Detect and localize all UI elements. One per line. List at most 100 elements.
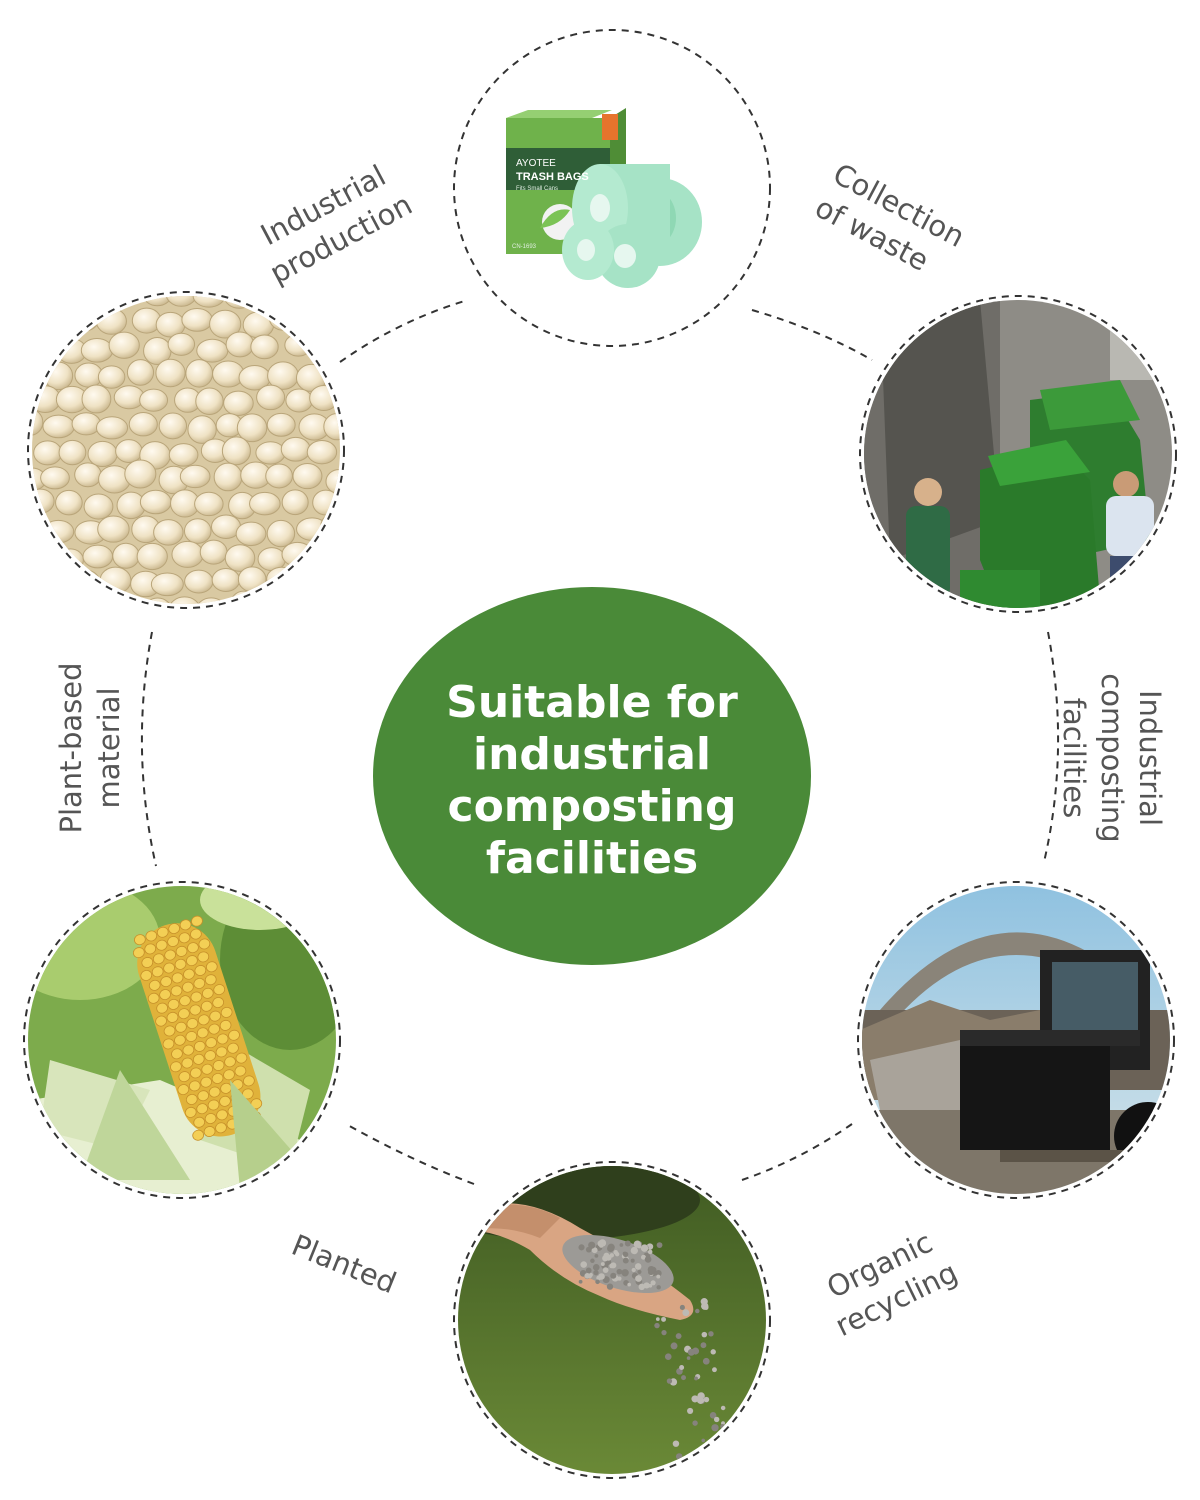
pellet <box>265 463 293 489</box>
pellet <box>84 595 112 604</box>
label-industrial-composting-facilities: Industrial composting facilities <box>1055 673 1169 842</box>
pellet <box>266 412 296 437</box>
pellet <box>293 307 325 335</box>
corn-kernel <box>159 989 171 1001</box>
corn-kernel <box>175 1021 187 1033</box>
pellet <box>124 459 157 489</box>
pellet <box>192 296 226 308</box>
corn-kernel <box>148 979 161 991</box>
fertilizer-granule <box>661 1330 667 1336</box>
pellet <box>171 540 204 568</box>
pellet <box>115 439 143 463</box>
pellet <box>158 412 188 440</box>
pellet <box>211 568 241 593</box>
pellet <box>281 489 309 516</box>
connector-lines <box>140 299 1060 1185</box>
corn-kernel <box>171 972 184 984</box>
corn-kernel <box>212 1060 225 1071</box>
corn-kernel <box>219 1095 231 1107</box>
pellet <box>86 296 116 310</box>
connector-product-to-collection <box>751 309 873 361</box>
pellet <box>183 518 212 544</box>
pellet <box>310 332 340 357</box>
corn-kernel <box>183 968 195 980</box>
corn-kernel <box>163 1025 176 1037</box>
corn-kernel <box>234 1065 247 1077</box>
label-line: material <box>92 687 126 809</box>
pellet <box>97 365 126 389</box>
pellet <box>181 307 213 332</box>
pellet <box>165 296 198 307</box>
corn-kernel <box>163 962 175 974</box>
pellet <box>81 384 112 414</box>
pellet <box>306 440 338 465</box>
corn-kernel <box>197 1090 210 1102</box>
pellet <box>168 596 201 604</box>
fertilizer-granule <box>720 1424 726 1429</box>
fertilizer-granule <box>634 1263 642 1270</box>
pellet <box>292 462 323 490</box>
pellet <box>155 358 186 388</box>
corn-kernel <box>178 932 191 944</box>
pellet <box>309 384 339 412</box>
fertilizer-granule <box>687 1407 694 1414</box>
pellet <box>32 333 59 363</box>
fertilizer-granule <box>686 1356 691 1360</box>
pellet <box>32 408 44 436</box>
fertilizer-granule <box>695 1308 700 1314</box>
fertilizer-granule <box>640 1254 646 1260</box>
product-image: AYOTEE TRASH BAGS Fits Small Cans CN-169… <box>453 29 771 347</box>
waste-collection-image <box>859 295 1177 613</box>
fertilizer-granule <box>664 1353 672 1361</box>
pellet <box>225 331 255 358</box>
pellet <box>44 307 76 335</box>
corn-kernel <box>216 1033 229 1045</box>
corn-kernel <box>186 955 198 967</box>
pellet <box>143 597 173 604</box>
corn-kernel <box>193 1040 206 1052</box>
fertilizer-granule <box>711 1447 719 1455</box>
fertilizer-granule <box>703 1305 709 1310</box>
corn-kernel <box>228 1029 240 1041</box>
connector-composting-to-recycling <box>741 1123 853 1181</box>
connector-planted-to-corn <box>345 1123 475 1185</box>
compost-loader-image <box>857 881 1175 1199</box>
fertilizer-granule <box>687 1348 695 1356</box>
pellet <box>32 296 58 309</box>
fertilizer-granule <box>592 1264 600 1271</box>
fertilizer-granule <box>602 1267 609 1273</box>
fertilizer-granule <box>622 1251 629 1258</box>
corn-kernel <box>193 1116 206 1128</box>
corn-kernel <box>162 1038 175 1050</box>
corn-kernel <box>208 1086 221 1098</box>
corn-kernel <box>243 1075 255 1087</box>
fertilizer-granule <box>599 1243 604 1248</box>
corn-kernel <box>204 1050 217 1062</box>
corn-image <box>23 881 341 1199</box>
fertilizer-granule <box>675 1453 683 1460</box>
pellet <box>126 359 155 386</box>
fertilizer-granule <box>619 1243 624 1247</box>
center-title: Suitable for industrial composting facil… <box>446 677 738 884</box>
fertilizer-granule <box>701 1331 708 1338</box>
pellet <box>128 412 158 437</box>
corn-kernel <box>168 923 180 934</box>
corn-kernel <box>196 1103 209 1115</box>
pellet <box>32 565 50 591</box>
corn-kernel <box>219 1019 232 1031</box>
pellet <box>249 491 281 516</box>
fertilizer-granule <box>710 1349 716 1355</box>
pellet <box>224 544 256 572</box>
fertilizer-granule <box>606 1283 614 1290</box>
pellet <box>40 466 70 490</box>
pellet <box>187 415 217 444</box>
pellet <box>139 489 172 515</box>
corn-kernel <box>215 1046 228 1058</box>
fertilizer-granule <box>647 1265 655 1274</box>
corn-kernel <box>181 1057 194 1069</box>
corn-kernel <box>177 1084 190 1096</box>
pellet <box>284 333 313 357</box>
fertilizer-granule <box>709 1411 717 1419</box>
corn-kernel <box>200 1076 213 1088</box>
corn-kernel <box>141 957 154 968</box>
